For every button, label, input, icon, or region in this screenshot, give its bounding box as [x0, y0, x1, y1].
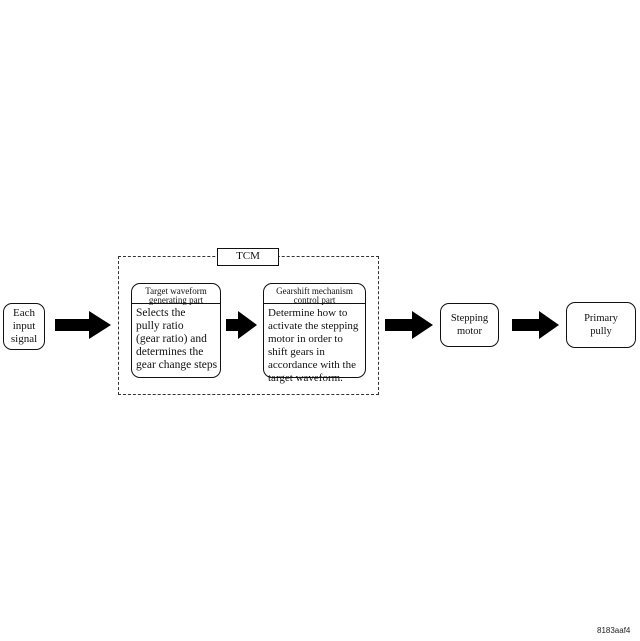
figure-code: 8183aaf4: [597, 626, 631, 635]
target-waveform-node: Target waveform generating part Selects …: [131, 283, 221, 378]
arrow-icon: [226, 311, 257, 339]
arrow-icon: [512, 311, 559, 339]
gearshift-control-node: Gearshift mechanism control part Determi…: [263, 283, 366, 384]
tcm-label: TCM: [217, 248, 279, 266]
target-waveform-body: Selects the pully ratio (gear ratio) and…: [136, 307, 218, 371]
input-signal-node: Each input signal: [3, 303, 45, 350]
stepping-motor-node: Stepping motor: [440, 303, 499, 347]
arrow-icon: [385, 311, 433, 339]
gearshift-body: Determine how to activate the stepping m…: [268, 307, 359, 384]
gearshift-header: Gearshift mechanism control part: [264, 284, 365, 305]
arrow-icon: [55, 311, 111, 339]
primary-pully-node: Primary pully: [566, 302, 636, 348]
target-waveform-header: Target waveform generating part: [132, 284, 220, 305]
